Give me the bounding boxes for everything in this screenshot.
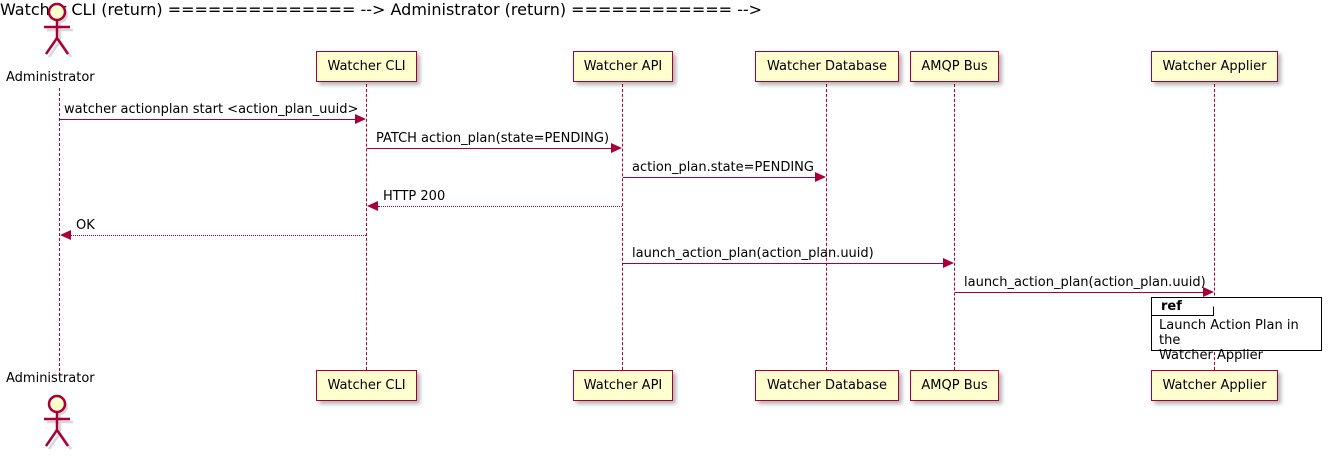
participant-watcher-applier-bottom[interactable]: Watcher Applier — [1151, 370, 1278, 401]
participant-watcher-database-bottom[interactable]: Watcher Database — [755, 370, 899, 401]
message-arrowhead-5 — [60, 230, 71, 240]
participant-watcher-api-bottom[interactable]: Watcher API — [573, 370, 673, 401]
message-line-2 — [367, 148, 612, 149]
message-line-7 — [955, 292, 1204, 293]
message-label-3: action_plan.state=PENDING — [632, 160, 814, 175]
actor-administrator-top — [36, 2, 82, 58]
lifeline-watcher-api — [622, 84, 623, 370]
message-arrowhead-1 — [355, 114, 366, 124]
message-label-7: launch_action_plan(action_plan.uuid) — [964, 275, 1206, 290]
ref-fragment-keyword: ref — [1152, 298, 1214, 316]
message-label-6: launch_action_plan(action_plan.uuid) — [632, 246, 874, 261]
participant-watcher-cli-bottom[interactable]: Watcher CLI — [316, 370, 417, 401]
lifeline-amqp-bus — [954, 84, 955, 370]
participant-amqp-bus-top[interactable]: AMQP Bus — [910, 51, 999, 82]
message-arrowhead-3 — [815, 172, 826, 182]
actor-label-administrator-bottom: Administrator — [6, 371, 95, 386]
lifeline-administrator — [59, 88, 60, 371]
message-line-1 — [60, 119, 356, 120]
message-line-3 — [623, 177, 816, 178]
message-label-1: watcher actionplan start <action_plan_uu… — [64, 102, 359, 117]
ref-fragment-launch-action-plan: ref Launch Action Plan in the Watcher Ap… — [1151, 297, 1322, 363]
message-line-5 — [71, 235, 366, 236]
lifeline-watcher-applier — [1214, 84, 1215, 370]
message-arrowhead-2 — [611, 143, 622, 153]
participant-watcher-cli-top[interactable]: Watcher CLI — [316, 51, 417, 82]
lifeline-watcher-cli — [366, 84, 367, 370]
participant-amqp-bus-bottom[interactable]: AMQP Bus — [910, 370, 999, 401]
message-label-4: HTTP 200 — [383, 189, 446, 204]
participant-watcher-database-top[interactable]: Watcher Database — [755, 51, 899, 82]
ref-fragment-text: Launch Action Plan in the Watcher Applie… — [1159, 318, 1299, 363]
actor-administrator-bottom — [36, 394, 82, 450]
participant-watcher-api-top[interactable]: Watcher API — [573, 51, 673, 82]
message-arrowhead-6 — [943, 258, 954, 268]
actor-label-administrator-top: Administrator — [6, 70, 95, 85]
message-arrowhead-4 — [367, 201, 378, 211]
message-label-5: OK — [76, 218, 95, 233]
message-arrowhead-7 — [1203, 287, 1214, 297]
participant-watcher-applier-top[interactable]: Watcher Applier — [1151, 51, 1278, 82]
message-line-4 — [378, 206, 622, 207]
lifeline-watcher-database — [826, 84, 827, 370]
message-line-6 — [623, 263, 944, 264]
message-label-2: PATCH action_plan(state=PENDING) — [376, 131, 610, 146]
